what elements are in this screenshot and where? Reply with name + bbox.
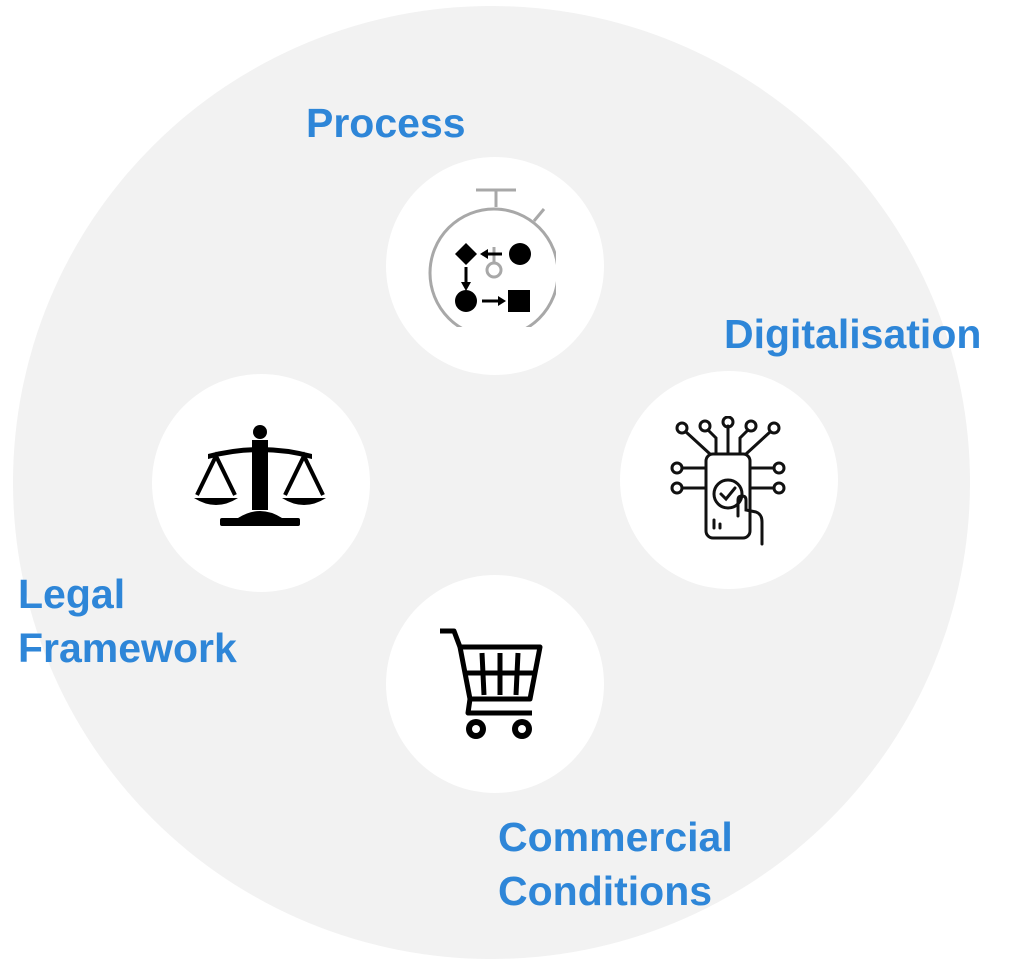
legal-framework-label: Legal Framework [18,571,237,671]
scales-of-justice-icon [194,425,326,526]
process-node [386,157,604,375]
commercial-node [386,575,604,793]
process-flow-icon [428,188,556,327]
shopping-cart-icon [440,628,543,739]
commercial-conditions-label: Commercial Conditions [498,814,733,914]
smartphone-circuit-icon [670,416,786,546]
digitalisation-node [620,371,838,589]
digitalisation-label: Digitalisation [724,311,982,357]
legal-node [152,374,370,592]
process-label: Process [306,100,466,146]
